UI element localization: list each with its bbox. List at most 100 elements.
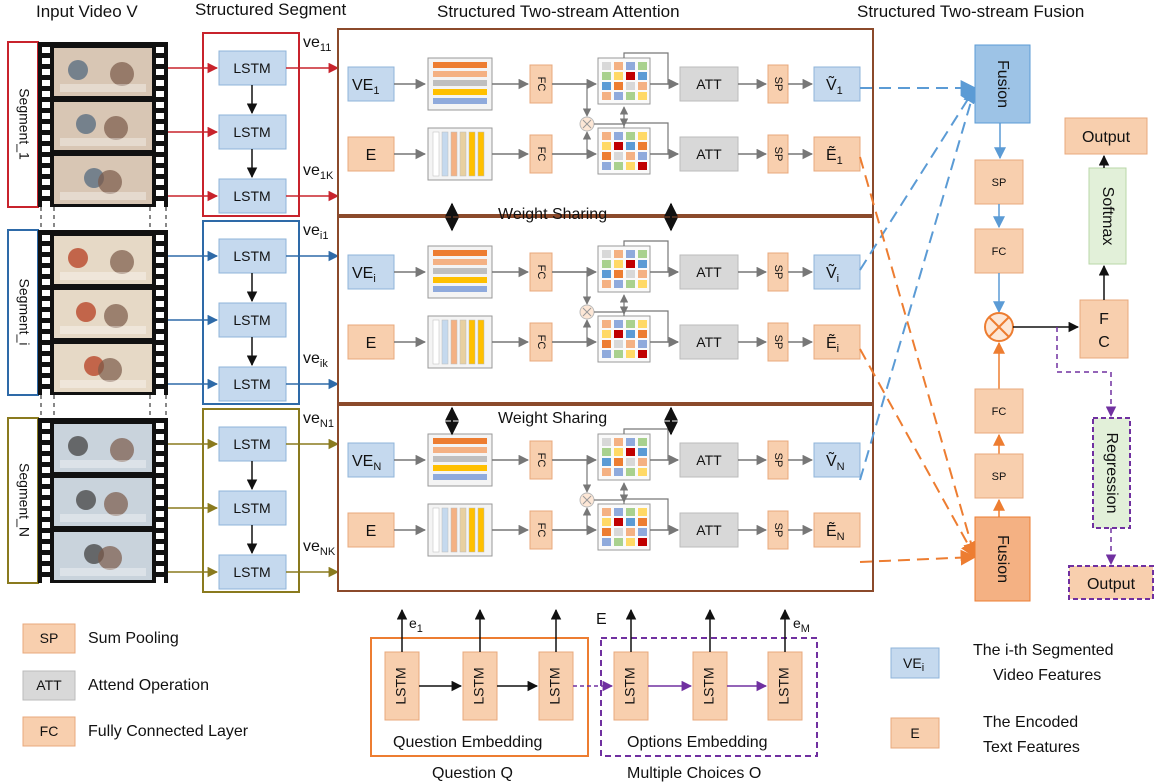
lstm-box: [218, 554, 287, 590]
segment-label-box: [7, 41, 39, 208]
multiple-choices-label: Multiple Choices O: [627, 765, 761, 782]
legend-sp-text: Sum Pooling: [88, 630, 179, 647]
att-label: ATT: [696, 146, 722, 162]
ve-bottom-label: veNK: [303, 538, 336, 558]
attended-text-label: ẼN: [826, 520, 845, 543]
lstm-label: LSTM: [233, 248, 270, 264]
att-label: ATT: [696, 522, 722, 538]
segment-label: Segment_1: [16, 88, 32, 160]
text-input-label: E: [366, 147, 377, 164]
fc-label: FC: [535, 523, 547, 538]
lstm-label: LSTM: [233, 564, 270, 580]
attended-text-box: [813, 324, 861, 360]
lstm-label: LSTM: [233, 376, 270, 392]
fc-label: FC: [535, 335, 547, 350]
segment-lstm-frame: [202, 408, 300, 593]
video-input-label: VEi: [352, 265, 376, 285]
embedding-lstm-box: [538, 651, 574, 721]
fc-label: FC: [535, 453, 547, 468]
lstm-box: [218, 178, 287, 214]
embedding-lstm-label: LSTM: [701, 667, 717, 704]
att-label: ATT: [696, 334, 722, 350]
text-input-box: [347, 324, 395, 360]
fusion-top-box: [974, 44, 1031, 124]
ve-top-label: vei1: [303, 222, 328, 242]
weight-sharing-label-1: Weight Sharing: [498, 206, 607, 223]
final-fc-c: C: [1098, 334, 1110, 351]
lstm-box: [218, 366, 287, 402]
fusion-fc-bottom: [974, 388, 1024, 434]
embedding-lstm-box: [767, 651, 803, 721]
embedding-lstm-label: LSTM: [547, 667, 563, 704]
sp-label: SP: [772, 265, 784, 280]
ve-top-label: ve11: [303, 34, 331, 54]
fc-label: FC: [535, 265, 547, 280]
lstm-box: [218, 238, 287, 274]
softmax-box: [1088, 167, 1127, 265]
fusion-bottom-box: [974, 516, 1031, 602]
legend-att-key: ATT: [36, 677, 62, 693]
fusion-header: Structured Two-stream Fusion: [857, 2, 1084, 21]
embedding-lstm-box: [462, 651, 498, 721]
fusion-sp-bottom: [974, 453, 1024, 499]
lstm-box: [218, 114, 287, 150]
options-embedding-frame: [600, 637, 818, 757]
lstm-box: [218, 426, 287, 462]
attended-text-box: [813, 136, 861, 172]
attended-video-box: [813, 66, 861, 102]
att-box: [679, 254, 739, 290]
embedding-lstm-label: LSTM: [393, 667, 409, 704]
fusion-fc-top-label: FC: [992, 246, 1007, 258]
text-input-box: [347, 512, 395, 548]
embedding-lstm-box: [384, 651, 420, 721]
fusion-column: Fusion SP FC FC SP Fusion F C Softmax Ou…: [974, 44, 1154, 602]
structured-segment-header: Structured Segment: [195, 0, 346, 19]
legend-att-text: Attend Operation: [88, 677, 209, 694]
segment-lstm-frame: [202, 220, 300, 405]
video-frame: [54, 478, 152, 526]
legend-e-line2: Text Features: [983, 739, 1080, 756]
text-input-label: E: [366, 523, 377, 540]
lstm-label: LSTM: [233, 500, 270, 516]
regression-box: [1092, 417, 1131, 529]
att-box: [679, 512, 739, 548]
embedding-lstm-label: LSTM: [471, 667, 487, 704]
sp-label: SP: [772, 523, 784, 538]
ve-top-label: veN1: [303, 410, 334, 430]
sp-label: SP: [772, 77, 784, 92]
input-video-header: Input Video V: [36, 2, 138, 21]
output-top-box: [1064, 117, 1148, 155]
video-input-label: VE1: [352, 77, 379, 97]
output-bottom-label: Output: [1087, 576, 1136, 593]
legend-fc-text: Fully Connected Layer: [88, 723, 249, 740]
fusion-top-label: Fusion: [994, 60, 1011, 108]
legend-ve-line1: The i-th Segmented: [973, 642, 1114, 659]
options-embedding-label: Options Embedding: [627, 734, 768, 751]
segment-label: Segment_N: [16, 463, 32, 537]
attended-text-label: Ẽi: [826, 332, 839, 355]
sp-label: SP: [772, 147, 784, 162]
att-box: [679, 324, 739, 360]
embedding-lstm-label: LSTM: [622, 667, 638, 704]
fusion-bottom-label: Fusion: [994, 535, 1011, 583]
output-bottom-box: [1068, 565, 1154, 600]
softmax-label: Softmax: [1099, 187, 1116, 246]
fusion-links-layer: [859, 80, 979, 566]
attention-frame: [337, 216, 874, 404]
segment-lstm-frame: [202, 32, 300, 217]
embedding-lstm-box: [613, 651, 649, 721]
lstm-label: LSTM: [233, 60, 270, 76]
e1-label: e1: [409, 615, 423, 635]
attention-frame: [337, 404, 874, 592]
attention-frame: [337, 28, 874, 216]
ve-bottom-label: veik: [303, 350, 328, 370]
E-label: E: [596, 611, 607, 628]
fusion-sp-top: [974, 159, 1024, 205]
video-input-label: VEN: [352, 453, 381, 473]
lstm-box: [218, 302, 287, 338]
legend: SP Sum Pooling ATT Attend Operation FC F…: [22, 623, 1114, 756]
lstm-label: LSTM: [233, 124, 270, 140]
